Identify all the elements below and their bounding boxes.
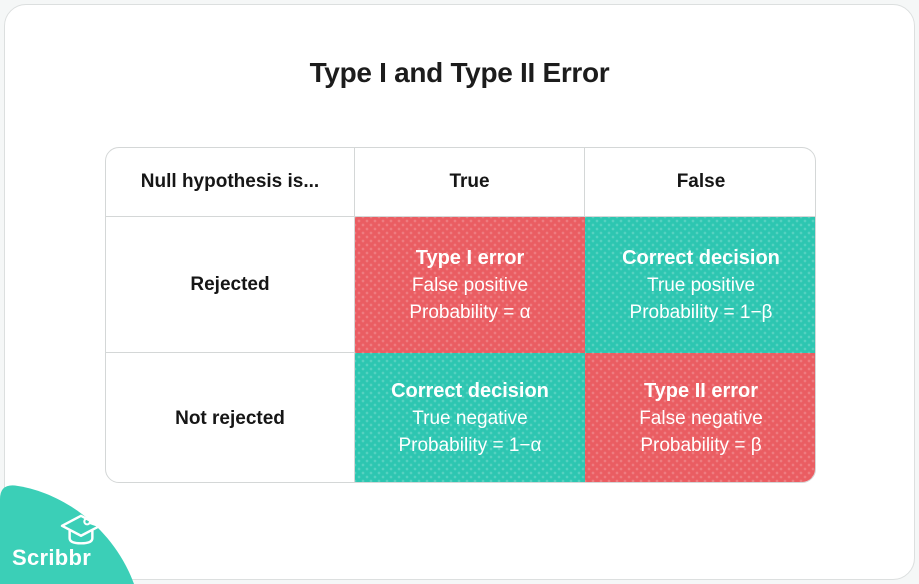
cell-true-negative: Correct decision True negative Probabili… (355, 353, 585, 482)
table-header-null-hypothesis: Null hypothesis is... (106, 148, 355, 217)
cell-subtitle: False negative (639, 408, 763, 429)
error-matrix-table: Null hypothesis is... True False Rejecte… (105, 147, 816, 483)
cell-probability: Probability = β (640, 435, 762, 456)
row-label-rejected: Rejected (106, 217, 355, 353)
cell-subtitle: False positive (411, 274, 529, 296)
cell-title: Type II error (643, 380, 759, 402)
cell-subtitle: True negative (412, 408, 528, 429)
logo-wordmark: Scribbr (12, 545, 92, 570)
table-header-true: True (355, 148, 585, 217)
cell-probability: Probability = 1−β (629, 301, 773, 323)
cell-probability: Probability = 1−α (398, 435, 542, 456)
cell-title: Correct decision (622, 246, 780, 269)
cell-title: Type I error (415, 246, 525, 269)
scribbr-logo: Scribbr (0, 483, 134, 584)
cell-title: Correct decision (391, 380, 549, 402)
cell-true-positive: Correct decision True positive Probabili… (585, 217, 815, 353)
row-label-not-rejected: Not rejected (106, 353, 355, 482)
cell-probability: Probability = α (409, 301, 531, 323)
graduation-cap-icon (60, 514, 102, 545)
cell-type-2-error: Type II error False negative Probability… (585, 353, 815, 482)
logo-blob-shape (0, 485, 134, 584)
cell-type-1-error: Type I error False positive Probability … (355, 217, 585, 353)
cell-subtitle: True positive (646, 274, 756, 296)
infographic-card: Type I and Type II Error Null hypothesis… (4, 4, 915, 580)
table-header-false: False (585, 148, 815, 217)
page-title: Type I and Type II Error (309, 57, 610, 88)
